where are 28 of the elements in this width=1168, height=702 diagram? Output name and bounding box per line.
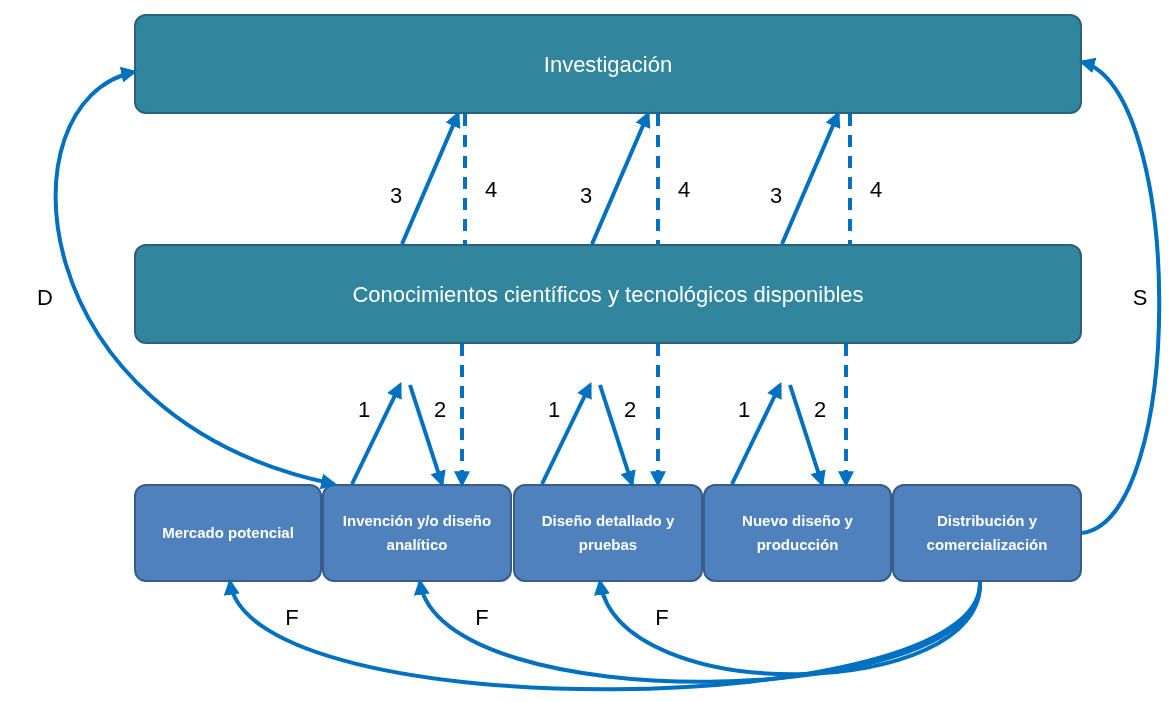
arrow [408, 384, 446, 488]
dashed-arrow [454, 344, 470, 488]
process-box [703, 484, 892, 582]
arrow [350, 382, 402, 485]
process-box [134, 244, 1082, 344]
box-label: Invención y/o diseño analítico [341, 511, 493, 555]
box-label: Diseño detallado y pruebas [540, 511, 676, 555]
arrow [54, 69, 338, 489]
arrow [788, 384, 826, 488]
dashed-arrow [650, 344, 666, 488]
process-box [134, 484, 322, 582]
process-box [134, 14, 1082, 114]
arrow [540, 382, 592, 485]
dashed-arrow [838, 344, 854, 488]
box-label: Investigación [543, 50, 673, 79]
arrow [730, 382, 782, 485]
process-box [892, 484, 1082, 582]
process-box [513, 484, 703, 582]
process-box [322, 484, 512, 582]
arrow [780, 111, 841, 245]
box-label: Nuevo diseño y producción [741, 511, 854, 555]
box-label: Distribución y comercialización [925, 511, 1049, 555]
arrow [400, 111, 461, 245]
box-label: Mercado potencial [162, 523, 294, 543]
arrow [598, 384, 636, 488]
box-label: Conocimientos científicos y tecnológicos disponibles [352, 280, 864, 309]
arrow [1079, 60, 1162, 535]
arrow [590, 111, 651, 245]
